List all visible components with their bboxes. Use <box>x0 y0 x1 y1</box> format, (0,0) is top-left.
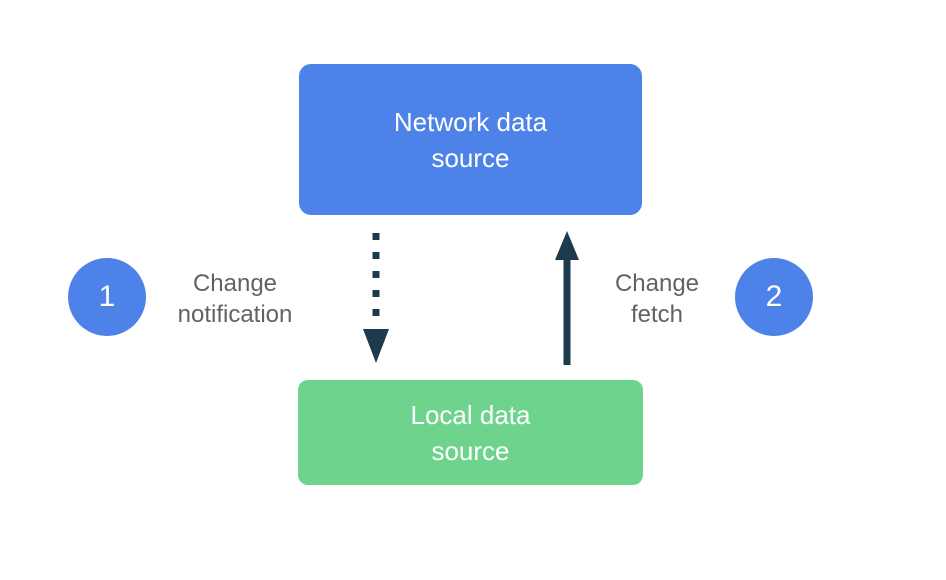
step-badge-2: 2 <box>735 258 813 336</box>
step-badge-1: 1 <box>68 258 146 336</box>
step-label-change-fetch: Change fetch <box>614 270 700 328</box>
node-local-data-source: Local data source <box>298 380 643 485</box>
node-local-label: Local data source <box>410 399 531 466</box>
change-notification-arrow-down-icon <box>363 233 389 363</box>
change-fetch-arrow-up-icon <box>555 231 579 365</box>
node-network-data-source: Network data source <box>299 64 642 215</box>
step-badge-2-number: 2 <box>765 280 783 313</box>
step-label-change-notification: Change notification <box>177 270 293 328</box>
step-badge-1-number: 1 <box>98 280 116 313</box>
node-network-label: Network data source <box>393 106 548 173</box>
